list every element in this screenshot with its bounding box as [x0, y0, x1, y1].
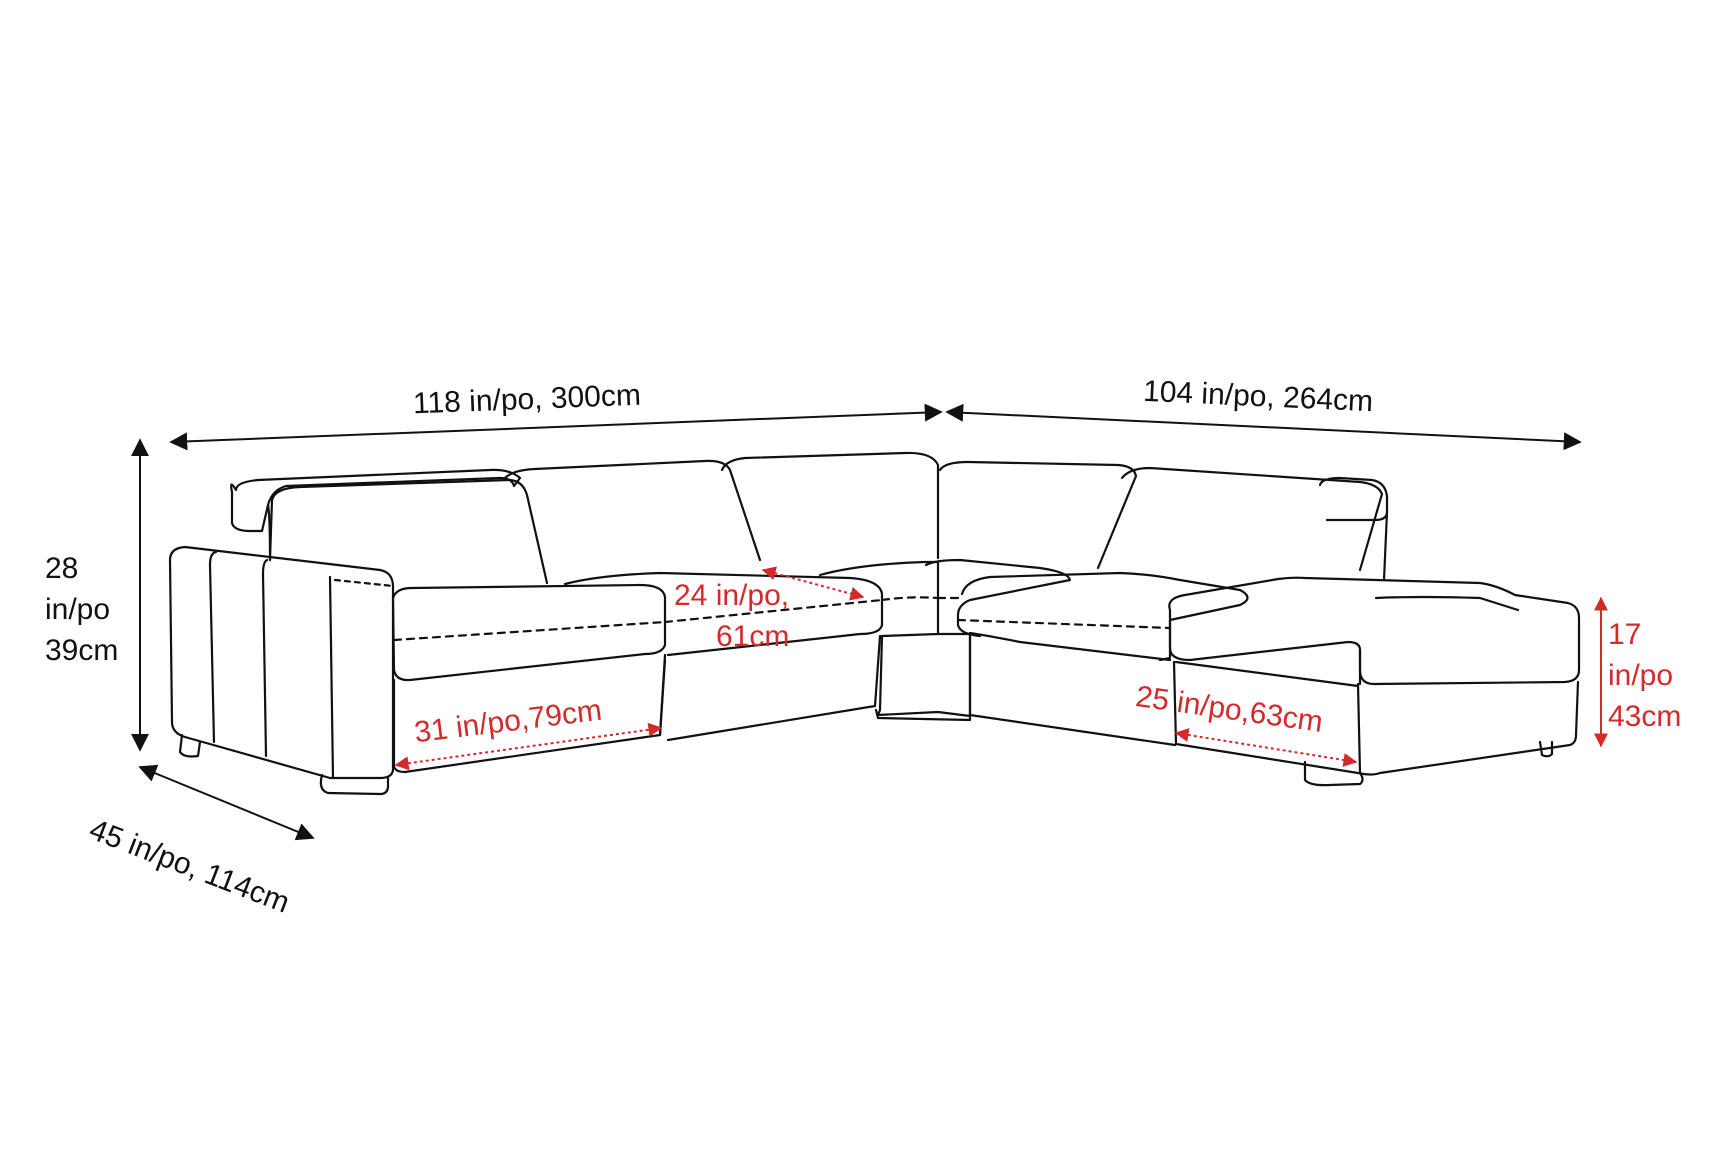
- seat-height-label: 17 in/po 43cm: [1608, 614, 1681, 737]
- corner-back-cushion: [938, 460, 1138, 570]
- middle-seat-cushion: [563, 571, 884, 657]
- height-label-line1: 28: [45, 552, 79, 585]
- right-seat-cushion: [924, 558, 1072, 638]
- chaise-width-arrow: [1174, 728, 1358, 767]
- chaise-cushion: [1168, 576, 1581, 686]
- left-seat-cushion: [391, 583, 667, 682]
- right-seat-top: [960, 571, 1249, 662]
- corner-seat-cushion: [818, 560, 940, 638]
- sofa-outline: [168, 451, 1581, 796]
- height-label-line3: 39cm: [45, 634, 119, 667]
- left-arm: [168, 545, 395, 780]
- right-headrest: [1318, 476, 1389, 522]
- seat-height-label-line3: 43cm: [1608, 700, 1682, 733]
- height-label: 28 in/po 39cm: [45, 548, 118, 671]
- seat-width-arrow: [394, 722, 663, 771]
- seat-depth-arrow: [761, 566, 865, 601]
- red-dimension-lines: [394, 566, 1608, 771]
- left-headrest: [230, 468, 522, 533]
- seat-depth-label-line2: 61cm: [716, 620, 790, 653]
- seat-depth-label-line1: 24 in/po,: [674, 579, 790, 612]
- height-label-line2: in/po: [45, 593, 111, 626]
- seat-height-label-line1: 17: [1608, 618, 1642, 651]
- seat-depth-label: 24 in/po, 61cm: [674, 575, 789, 657]
- depth-arrow: [138, 764, 315, 841]
- black-dimension-lines: [131, 403, 1582, 841]
- right-back-cushion: [1120, 466, 1384, 572]
- left-back-cushion: [270, 478, 549, 585]
- seat-height-label-line2: in/po: [1608, 659, 1674, 692]
- middle-back-cushion: [720, 451, 940, 560]
- right-width-arrow: [945, 403, 1582, 451]
- left-width-arrow: [169, 403, 943, 451]
